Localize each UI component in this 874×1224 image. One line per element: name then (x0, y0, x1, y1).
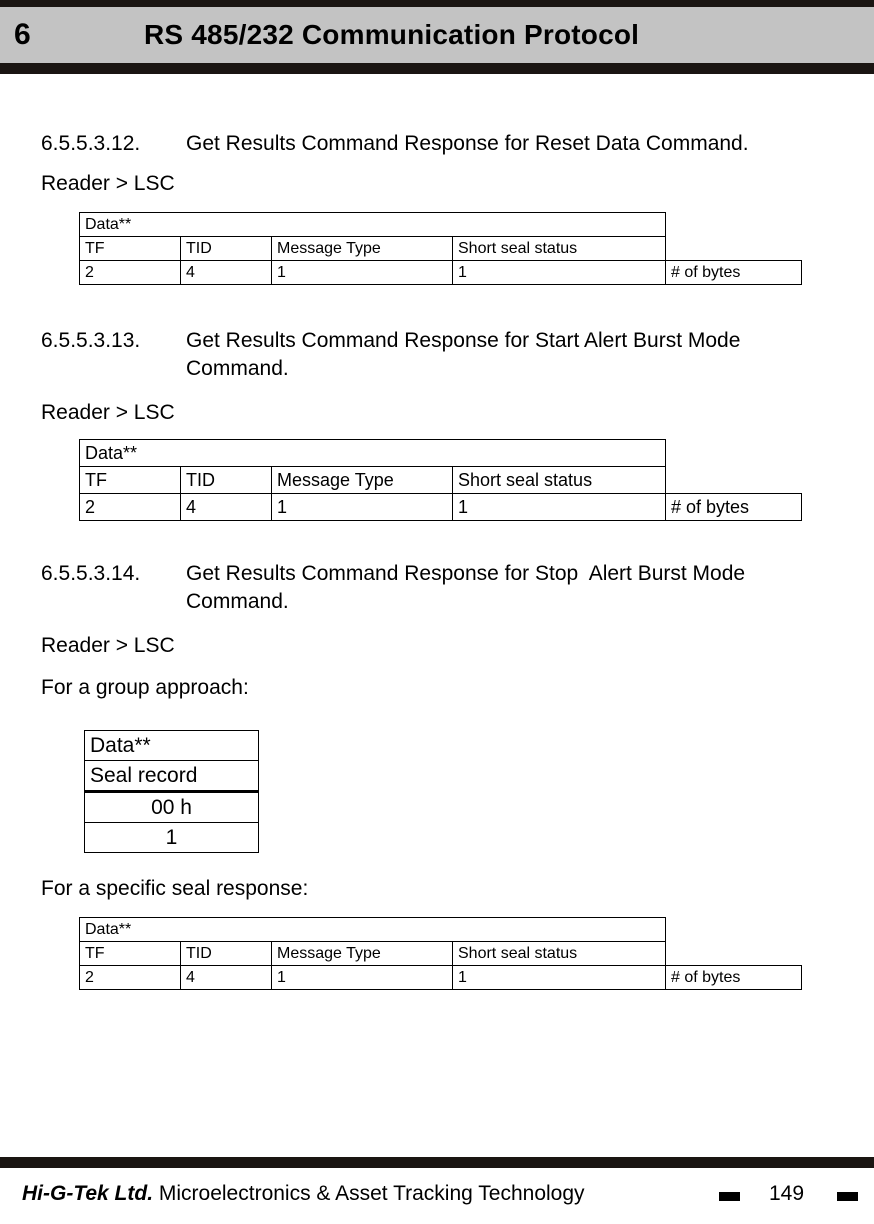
cell-value-size: 1 (84, 822, 259, 853)
table-row-field-names: TF TID Message Type Short seal status (79, 236, 802, 261)
protocol-frame-table-3: Data** TF TID Message Type Short seal st… (79, 917, 802, 990)
chapter-number: 6 (14, 18, 31, 51)
cell-size-message-type: 1 (271, 260, 453, 285)
table-row-span-header: Data** (84, 730, 259, 761)
cell-field-tid: TID (180, 236, 272, 261)
cell-field-message-type: Message Type (271, 236, 453, 261)
cell-units-label: # of bytes (665, 493, 802, 521)
cell-data-span: Data** (79, 212, 666, 237)
section-heading-12: 6.5.5.3.12. Get Results Command Response… (0, 130, 874, 158)
cell-field-tf: TF (79, 466, 181, 494)
direction-label-12: Reader > LSC (41, 172, 175, 195)
table-row-field-name: Seal record (84, 760, 259, 793)
page-number: 149 (769, 1182, 805, 1205)
table-row-span-header: Data** (79, 917, 802, 942)
cell-empty (666, 467, 802, 494)
footer-brand: Hi-G-Tek Ltd. Microelectronics & Asset T… (22, 1180, 585, 1208)
cell-size-tf: 2 (79, 965, 181, 990)
group-approach-label: For a group approach: (41, 676, 249, 699)
section-title-12: Get Results Command Response for Reset D… (186, 132, 749, 155)
section-heading-13: 6.5.5.3.13. Get Results Command Response… (0, 327, 874, 383)
direction-label-14: Reader > LSC (41, 634, 175, 657)
cell-field-tf: TF (79, 236, 181, 261)
cell-field-short-seal-status: Short seal status (452, 466, 666, 494)
table-row-field-names: TF TID Message Type Short seal status (79, 941, 802, 966)
table-row-span-header: Data** (79, 439, 802, 467)
chapter-title: RS 485/232 Communication Protocol (144, 19, 640, 50)
cell-field-tid: TID (180, 466, 272, 494)
page-content: 6.5.5.3.12. Get Results Command Response… (0, 74, 874, 990)
footer-rule (0, 1157, 874, 1168)
cell-field-tid: TID (180, 941, 272, 966)
footer-marker-right-icon (837, 1192, 858, 1201)
cell-field-seal-record: Seal record (84, 760, 259, 793)
section-title-13: Get Results Command Response for Start A… (186, 329, 747, 380)
specific-seal-response-label: For a specific seal response: (41, 877, 309, 900)
cell-empty (666, 237, 802, 261)
header-top-rule (0, 0, 874, 7)
cell-size-tid: 4 (180, 965, 272, 990)
cell-size-tf: 2 (79, 493, 181, 521)
cell-field-tf: TF (79, 941, 181, 966)
cell-empty (666, 213, 802, 237)
section-number-13: 6.5.5.3.13. (41, 329, 141, 352)
cell-size-message-type: 1 (271, 965, 453, 990)
cell-data-span: Data** (79, 917, 666, 942)
cell-size-tid: 4 (180, 260, 272, 285)
cell-units-label: # of bytes (665, 260, 802, 285)
company-tagline: Microelectronics & Asset Tracking Techno… (153, 1182, 585, 1205)
footer-marker-left-icon (719, 1192, 740, 1201)
protocol-frame-table-1: Data** TF TID Message Type Short seal st… (79, 212, 802, 285)
company-name: Hi-G-Tek Ltd. (22, 1182, 154, 1205)
cell-field-message-type: Message Type (271, 941, 453, 966)
table-row-span-header: Data** (79, 212, 802, 237)
cell-size-tf: 2 (79, 260, 181, 285)
protocol-frame-table-2: Data** TF TID Message Type Short seal st… (79, 439, 802, 521)
seal-record-table: Data** Seal record 00 h 1 (84, 730, 259, 853)
cell-size-tid: 4 (180, 493, 272, 521)
cell-size-message-type: 1 (271, 493, 453, 521)
cell-size-short-seal-status: 1 (452, 965, 666, 990)
section-title-14: Get Results Command Response for Stop Al… (186, 562, 751, 613)
cell-data-span: Data** (79, 439, 666, 467)
cell-size-short-seal-status: 1 (452, 493, 666, 521)
cell-empty (666, 918, 802, 942)
page-footer: Hi-G-Tek Ltd. Microelectronics & Asset T… (0, 1180, 874, 1210)
direction-label-13: Reader > LSC (41, 401, 175, 424)
table-row-field-names: TF TID Message Type Short seal status (79, 466, 802, 494)
cell-field-message-type: Message Type (271, 466, 453, 494)
table-row-field-sizes: 2 4 1 1 # of bytes (79, 965, 802, 990)
cell-field-short-seal-status: Short seal status (452, 941, 666, 966)
section-number-12: 6.5.5.3.12. (41, 132, 141, 155)
table-row-value-hex: 00 h (84, 791, 259, 823)
cell-empty (666, 942, 802, 966)
cell-units-label: # of bytes (665, 965, 802, 990)
chapter-header-band (0, 7, 874, 63)
cell-value-hex: 00 h (84, 791, 259, 823)
section-number-14: 6.5.5.3.14. (41, 562, 141, 585)
table-row-field-sizes: 2 4 1 1 # of bytes (79, 493, 802, 521)
cell-size-short-seal-status: 1 (452, 260, 666, 285)
table-row-value-size: 1 (84, 822, 259, 853)
cell-empty (666, 440, 802, 467)
cell-data-span: Data** (84, 730, 259, 761)
header-bottom-rule (0, 63, 874, 74)
cell-field-short-seal-status: Short seal status (452, 236, 666, 261)
table-row-field-sizes: 2 4 1 1 # of bytes (79, 260, 802, 285)
section-heading-14: 6.5.5.3.14. Get Results Command Response… (0, 560, 874, 616)
